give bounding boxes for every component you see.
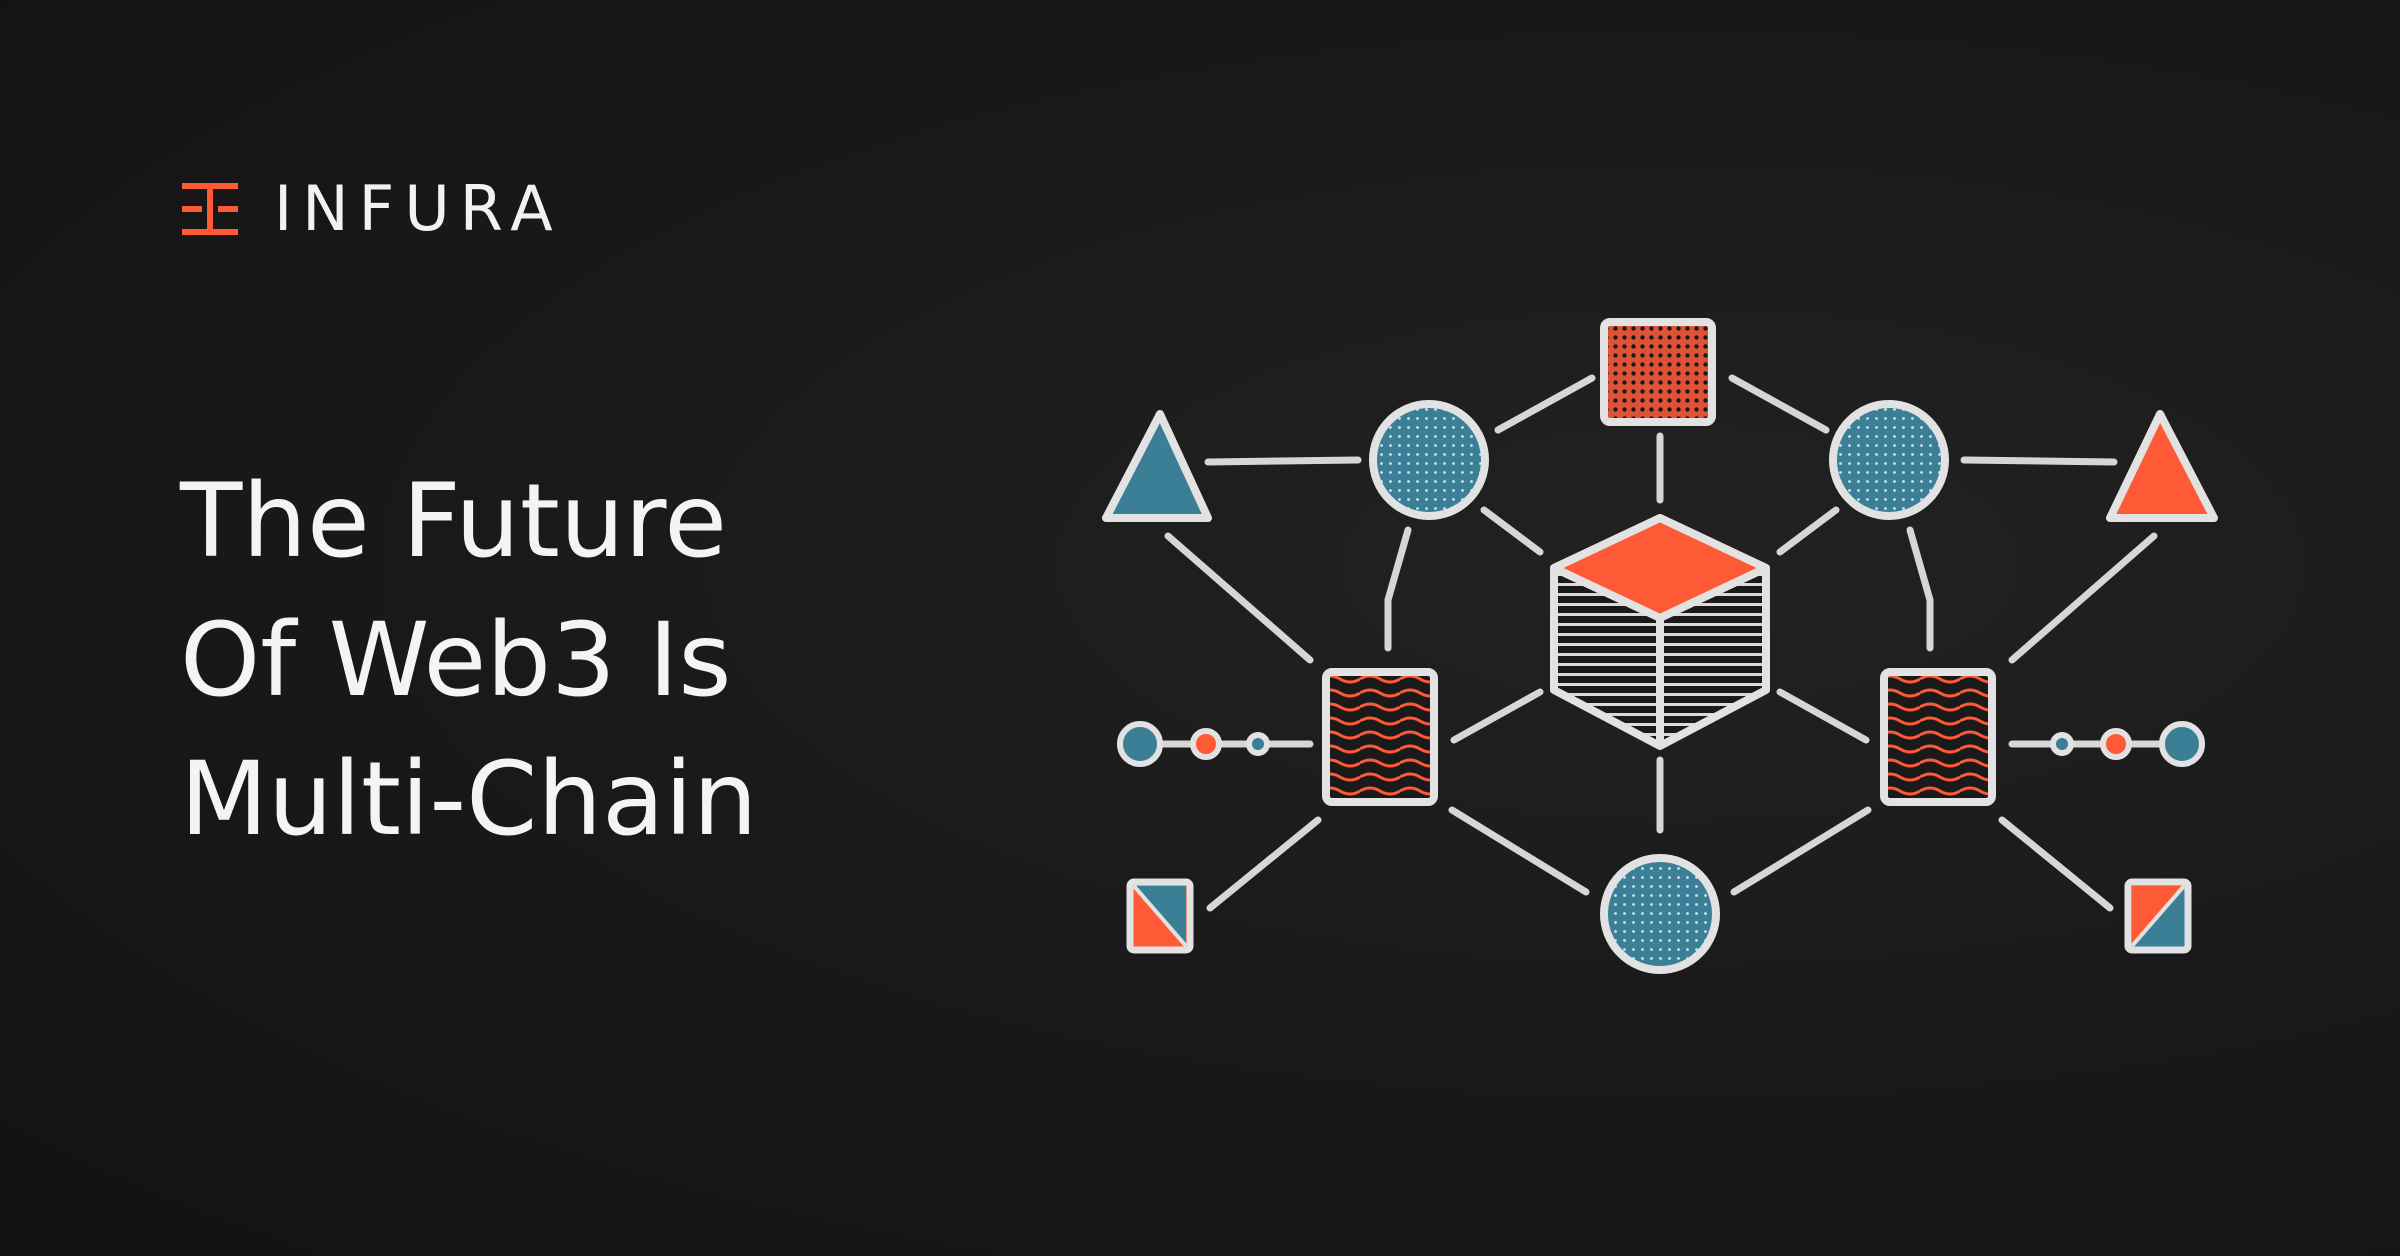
- upper-left-circle-node: [1369, 400, 1489, 520]
- top-square-node: [1600, 318, 1716, 426]
- orange-triangle-node: [2106, 410, 2218, 522]
- bottom-circle-node: [1600, 854, 1720, 974]
- right-dot-chain: [2050, 721, 2205, 767]
- left-wave-square-node: [1322, 668, 1438, 806]
- central-cube-node: [1550, 514, 1770, 750]
- left-dot-chain: [1117, 721, 1270, 767]
- bottom-left-split-square: [1126, 878, 1194, 954]
- brand-name: INFURA: [274, 172, 563, 245]
- teal-triangle-node: [1102, 410, 1212, 522]
- infura-logo-icon: [182, 183, 238, 235]
- upper-right-circle-node: [1829, 400, 1949, 520]
- right-wave-square-node: [1880, 668, 1996, 806]
- headline-line-3: Multi-Chain: [180, 740, 758, 859]
- page-title: The Future Of Web3 Is Multi-Chain: [180, 452, 758, 869]
- bottom-right-split-square: [2124, 878, 2192, 954]
- headline-line-1: The Future: [180, 462, 727, 581]
- network-connections: [1156, 374, 2166, 912]
- brand-logo[interactable]: INFURA: [180, 178, 563, 240]
- headline-line-2: Of Web3 Is: [180, 601, 732, 720]
